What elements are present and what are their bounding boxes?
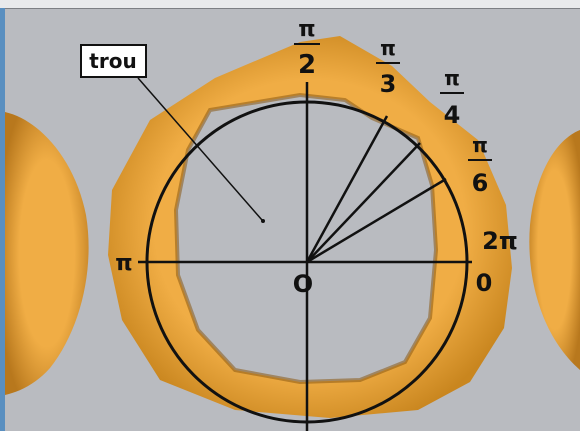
label-zero: 0 xyxy=(476,269,493,297)
hole-pointer-dot xyxy=(261,219,265,223)
right-neighbor-ring xyxy=(529,130,580,370)
label-pi-over-4-numerator: π xyxy=(444,66,460,90)
left-neighbor-ring xyxy=(5,112,89,395)
label-two-pi: 2π xyxy=(482,227,518,255)
label-pi-over-2-numerator: π xyxy=(298,17,315,42)
label-pi-over-3-denominator: 3 xyxy=(380,70,397,98)
label-pi-over-3-numerator: π xyxy=(380,36,396,60)
label-pi-over-6-denominator: 6 xyxy=(472,169,489,197)
label-pi-over-4-denominator: 4 xyxy=(444,101,461,129)
hole-label: trou xyxy=(89,49,136,73)
label-pi: π xyxy=(115,251,132,276)
label-pi-over-2-denominator: 2 xyxy=(298,50,316,80)
ray-pi-over-6 xyxy=(307,179,446,262)
label-origin: O xyxy=(293,270,313,298)
label-pi-over-6-numerator: π xyxy=(472,133,488,157)
